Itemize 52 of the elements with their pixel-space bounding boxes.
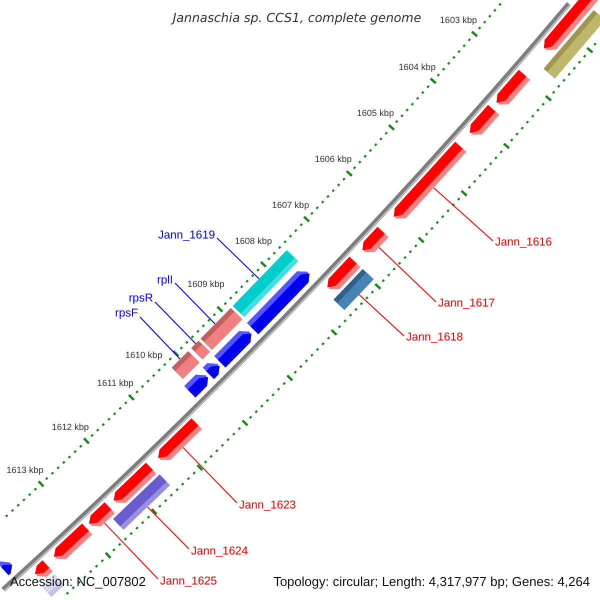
gene-feature bbox=[184, 374, 208, 398]
gene-label: Jann_1623 bbox=[239, 500, 296, 512]
gene-feature bbox=[202, 363, 220, 379]
leader-line bbox=[358, 294, 404, 336]
gene-feature bbox=[158, 418, 202, 460]
gene-label: Jann_1617 bbox=[438, 298, 495, 310]
gene-feature bbox=[246, 271, 310, 334]
leader-line bbox=[433, 187, 494, 242]
genome-info-text: Topology: circular; Length: 4,317,977 bp; Genes: 4,264 bbox=[273, 574, 590, 590]
feature-bar bbox=[191, 340, 210, 360]
gene-label: Jann_1625 bbox=[160, 576, 217, 588]
scale-label: 1608 kbp bbox=[234, 237, 272, 248]
gene-label: rpsR bbox=[128, 292, 153, 306]
gene-label: Jann_1619 bbox=[158, 230, 215, 242]
leader-line bbox=[146, 506, 190, 550]
gene-feature bbox=[0, 561, 12, 576]
scale-label: 1603 kbp bbox=[440, 16, 477, 26]
gene-feature bbox=[470, 104, 500, 135]
gene-label: Jann_1616 bbox=[495, 236, 552, 250]
scale-label: 1605 kbp bbox=[356, 109, 394, 120]
scale-label: 1612 kbp bbox=[52, 422, 89, 433]
gene-label: rplI bbox=[157, 274, 173, 288]
scale-label: 1611 kbp bbox=[97, 379, 134, 390]
gene-feature bbox=[362, 226, 388, 252]
feature-bar bbox=[544, 10, 600, 79]
leader-line bbox=[174, 282, 216, 324]
gene-feature bbox=[496, 70, 530, 105]
feature-bar bbox=[172, 351, 200, 379]
leader-line bbox=[154, 302, 196, 344]
leader-line bbox=[216, 238, 260, 280]
scale-label: 1607 kbp bbox=[272, 201, 310, 212]
scale-label: 1610 kbp bbox=[125, 350, 162, 360]
gene-feature bbox=[214, 331, 252, 368]
leader-line bbox=[378, 246, 436, 302]
gene-feature bbox=[394, 142, 466, 218]
gene-label: Jann_1618 bbox=[406, 332, 463, 344]
leader-line bbox=[140, 316, 181, 360]
gene-label: Jann_1624 bbox=[191, 546, 248, 558]
scale-label: 1606 kbp bbox=[314, 156, 352, 166]
gene-feature bbox=[54, 524, 92, 560]
leader-line bbox=[182, 447, 238, 504]
map-title: Jannaschia sp. CCS1, complete genome bbox=[172, 11, 422, 25]
scale-label: 1609 kbp bbox=[187, 280, 224, 290]
feature-bar bbox=[113, 474, 170, 530]
accession-text: Accession: NC_007802 bbox=[10, 574, 146, 590]
feature-bar bbox=[334, 268, 374, 310]
scale-label: 1613 kbp bbox=[6, 466, 44, 476]
gene-label: rpsF bbox=[115, 308, 138, 320]
gene-feature bbox=[34, 560, 53, 577]
leader-line bbox=[104, 522, 158, 580]
gene-feature bbox=[88, 502, 115, 526]
scale-label: 1604 kbp bbox=[398, 62, 436, 73]
